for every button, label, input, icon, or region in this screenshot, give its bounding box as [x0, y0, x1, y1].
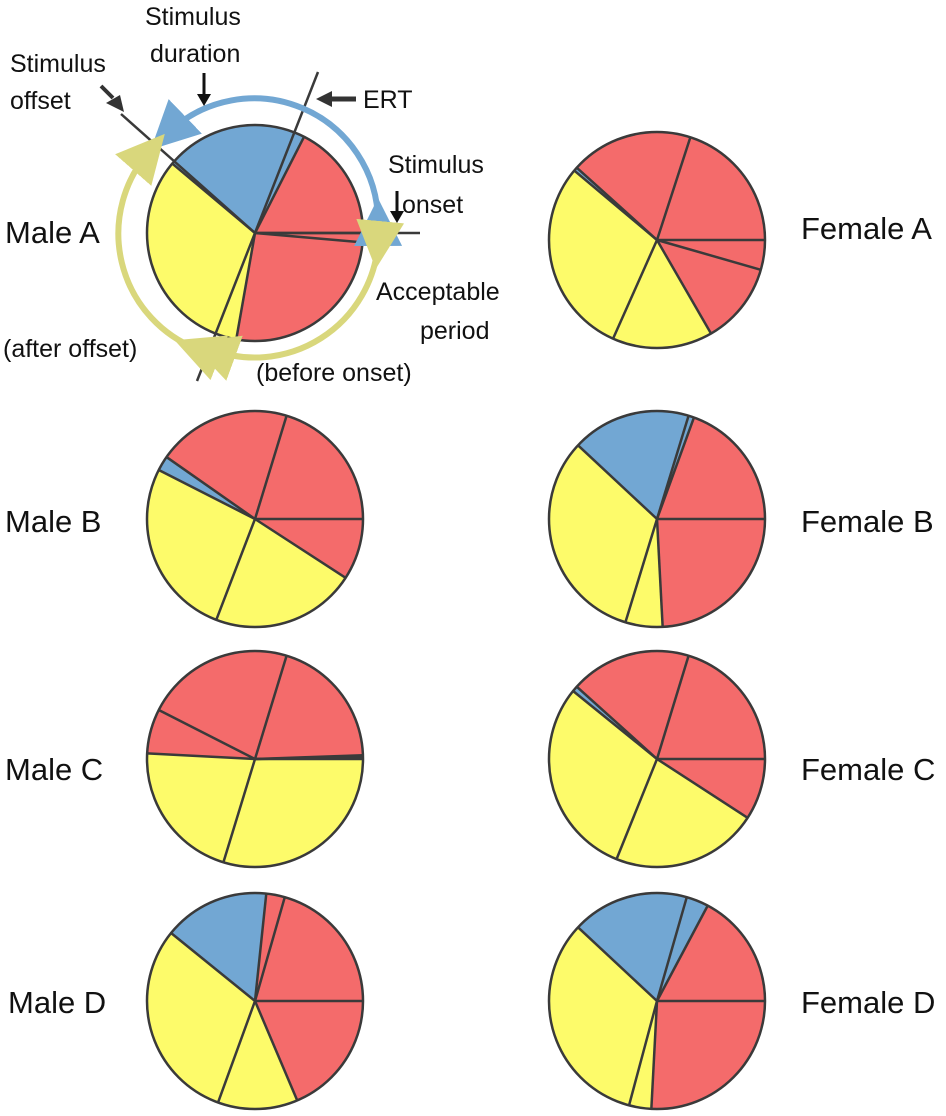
stimulus-duration-label-line1: Stimulus — [145, 3, 241, 31]
pie-divider-female-d-3 — [577, 926, 658, 1002]
pie-slice-female-d-blue-1 — [578, 893, 708, 1001]
pie-outline-female-d — [547, 891, 767, 1111]
pie-slice-female-b-yellow-3 — [549, 445, 663, 627]
pie-female-a: Female A — [547, 130, 932, 350]
acceptable-period-label-line2: period — [420, 317, 490, 345]
stimulus-duration-pointer — [197, 73, 211, 106]
stimulus-offset-label-line1: Stimulus — [10, 50, 106, 78]
pie-slice-male-b-red-3 — [255, 519, 363, 578]
pie-divider-female-a-1 — [655, 136, 692, 241]
pie-label-male-d: Male D — [8, 985, 106, 1020]
pie-label-male-b: Male B — [5, 504, 101, 539]
pie-slice-male-b-yellow-2 — [146, 469, 346, 628]
pie-female-d: Female D — [547, 891, 935, 1111]
pie-divider-male-d-1 — [253, 896, 286, 1002]
pie-divider-female-c-4 — [615, 758, 659, 860]
pie-divider-male-c-2 — [253, 655, 288, 760]
pie-divider-female-c-5 — [656, 757, 749, 819]
pie-divider-female-a-5 — [655, 239, 713, 335]
after-offset-label: (after offset) — [3, 335, 137, 363]
pie-slice-female-c-red-0 — [576, 651, 765, 759]
pie-divider-male-b-5 — [254, 517, 347, 579]
pie-divider-male-b-3 — [158, 468, 256, 521]
pie-slice-female-c-red-3 — [657, 759, 765, 818]
pie-label-female-c: Female C — [801, 752, 935, 787]
pie-divider-male-b-2 — [165, 456, 256, 521]
pie-outline-male-c — [145, 649, 365, 869]
pie-slice-female-b-red-4 — [657, 519, 765, 627]
pie-divider-male-b-1 — [253, 415, 288, 520]
acceptable-period-before-onset-arrow — [189, 218, 405, 381]
pie-charts-group: Male A Female A Male B Female B Male C Female… — [5, 123, 935, 1111]
pie-slice-male-d-yellow-2 — [146, 933, 298, 1110]
pie-outline-female-a — [547, 130, 767, 350]
pie-outline-male-d — [145, 891, 365, 1111]
pie-divider-female-d-5 — [650, 1000, 659, 1109]
pie-divider-male-d-5 — [253, 1000, 299, 1101]
pie-female-b: Female B — [547, 409, 934, 629]
pie-outline-male-b — [145, 409, 365, 629]
pie-divider-male-d-3 — [170, 932, 256, 1002]
pie-male-d: Male D — [8, 891, 365, 1111]
stimulus-onset-pointer — [390, 191, 404, 223]
stimulus-onset-label-line2: onset — [402, 191, 463, 219]
pie-divider-male-b-4 — [215, 518, 257, 621]
acceptable-period-label-line1: Acceptable — [376, 278, 500, 306]
pie-divider-female-a-3 — [573, 169, 658, 241]
pie-slice-female-d-red-0 — [657, 905, 765, 1001]
pie-slice-male-d-red-0 — [255, 893, 363, 1001]
pie-divider-female-c-1 — [655, 655, 690, 760]
pie-divider-male-d-4 — [216, 1000, 257, 1103]
pie-divider-female-d-4 — [627, 1000, 659, 1106]
ert-pointer — [316, 91, 356, 107]
pie-label-male-c: Male C — [5, 752, 103, 787]
pie-outline-female-c — [547, 649, 767, 869]
stimulus-onset-label-line1: Stimulus — [388, 151, 484, 179]
pie-divider-female-d-2 — [655, 896, 688, 1002]
pie-female-c: Female C — [547, 649, 935, 869]
pie-slice-female-d-red-3 — [651, 1001, 765, 1109]
pie-slice-male-d-red-3 — [255, 1001, 363, 1101]
pie-male-c: Male C — [5, 649, 365, 869]
pie-slice-male-c-yellow-2 — [147, 753, 363, 867]
pie-slice-female-b-blue-2 — [578, 411, 689, 519]
pie-divider-female-a-4 — [611, 239, 659, 340]
acceptable-period-after-offset-arrow — [115, 133, 229, 381]
pie-divider-male-c-6 — [254, 755, 364, 761]
pie-divider-female-b-3 — [577, 444, 658, 520]
pie-slice-female-b-red-0 — [657, 417, 765, 519]
pie-slice-female-a-red-0 — [576, 132, 765, 240]
stimulus-duration-label-line2: duration — [150, 40, 240, 68]
pie-outline-female-b — [547, 409, 767, 629]
pie-slice-male-b-red-0 — [166, 411, 363, 519]
pie-label-male-a: Male A — [5, 215, 100, 250]
pie-slice-female-a-yellow-2 — [548, 170, 711, 348]
pie-slice-male-a-red-3 — [236, 233, 363, 341]
pie-divider-male-c-4 — [147, 752, 256, 761]
pie-label-female-b: Female B — [801, 504, 934, 539]
pie-divider-female-a-6 — [656, 238, 762, 271]
pie-divider-female-b-4 — [624, 518, 659, 623]
pie-divider-male-c-5 — [222, 758, 257, 863]
pie-divider-female-c-3 — [572, 690, 658, 760]
stimulus-duration-arrow — [150, 95, 403, 247]
pie-label-female-a: Female A — [801, 211, 932, 246]
pie-slice-male-c-red-1 — [147, 651, 363, 759]
pie-slice-female-d-yellow-2 — [548, 927, 657, 1109]
annotation-layer: Stimulus duration Stimulus offset ERT St… — [3, 3, 500, 387]
stimulus-offset-label-line2: offset — [10, 87, 71, 115]
before-onset-label: (before onset) — [256, 359, 412, 387]
pie-label-female-d: Female D — [801, 985, 935, 1020]
pie-divider-female-b-5 — [655, 518, 664, 627]
pie-divider-female-b-2 — [655, 415, 690, 520]
pie-divider-male-c-3 — [158, 708, 256, 761]
pie-male-b: Male B — [5, 409, 365, 629]
stimulus-offset-pointer — [99, 84, 124, 112]
pie-divider-male-d-2 — [253, 893, 268, 1002]
pie-slice-male-d-blue-1 — [171, 893, 267, 1001]
pie-divider-female-d-1 — [655, 905, 709, 1002]
ert-label: ERT — [363, 86, 413, 114]
